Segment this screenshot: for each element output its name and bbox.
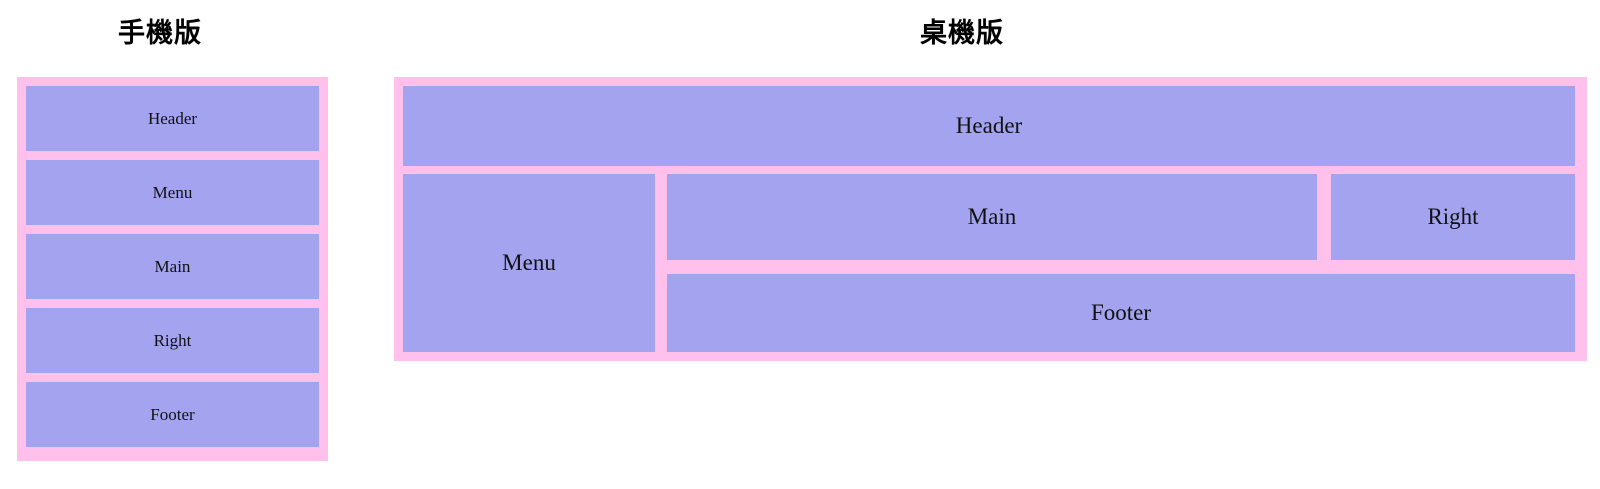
desktop-block-main-label: Main	[967, 204, 1017, 229]
mobile-block-main-label: Main	[154, 256, 191, 276]
desktop-block-footer-label: Footer	[1090, 300, 1152, 325]
mobile-block-menu: Menu	[26, 160, 319, 225]
mobile-block-main: Main	[26, 234, 319, 299]
mobile-block-header-label: Header	[147, 108, 198, 128]
desktop-block-right-label: Right	[1427, 204, 1479, 229]
desktop-block-menu-label: Menu	[502, 250, 556, 275]
mobile-block-right: Right	[26, 308, 319, 373]
desktop-block-main: Main	[667, 174, 1317, 260]
mobile-block-menu-label: Menu	[152, 182, 193, 202]
desktop-block-menu: Menu	[403, 174, 655, 352]
desktop-block-footer: Footer	[667, 274, 1575, 352]
mobile-block-footer-label: Footer	[150, 404, 195, 424]
desktop-layout-title: 桌機版	[920, 18, 1004, 49]
mobile-layout-title: 手機版	[118, 18, 202, 49]
mobile-block-footer: Footer	[26, 382, 319, 447]
mobile-block-header: Header	[26, 86, 319, 151]
mobile-layout-container: Header Menu Main Right Footer	[17, 77, 328, 461]
desktop-block-right: Right	[1331, 174, 1575, 260]
desktop-layout-container: Header Menu Main Right Footer	[394, 77, 1587, 361]
desktop-block-header-label: Header	[955, 113, 1023, 138]
mobile-block-right-label: Right	[153, 330, 192, 350]
desktop-block-header: Header	[403, 86, 1575, 166]
